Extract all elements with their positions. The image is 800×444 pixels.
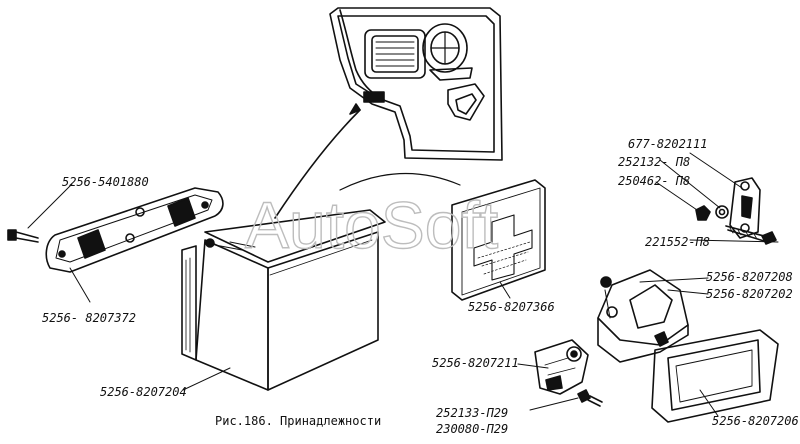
bracket-mount-part bbox=[729, 177, 761, 239]
label-5256-8207204: 5256-8207204 bbox=[100, 385, 187, 399]
label-221552-p8: 221552-П8 bbox=[645, 235, 710, 249]
label-5256-5401880: 5256-5401880 bbox=[62, 175, 149, 189]
switch-panel-part bbox=[45, 187, 224, 273]
first-aid-kit-part bbox=[451, 179, 546, 301]
leader-lines bbox=[27, 152, 779, 417]
label-5256-8207211: 5256-8207211 bbox=[432, 356, 519, 370]
figure-caption: Рис.186. Принадлежности bbox=[215, 414, 381, 428]
cab-interior-view bbox=[329, 7, 503, 161]
label-5256-8207366: 5256-8207366 bbox=[468, 300, 555, 314]
holder-clamp-part bbox=[597, 269, 689, 363]
clip-screw-part bbox=[577, 389, 603, 407]
clip-part bbox=[534, 339, 589, 395]
label-252133-p29: 252133-П29 bbox=[436, 406, 508, 420]
swoop-line bbox=[339, 172, 461, 191]
screw-part bbox=[7, 229, 39, 243]
frame-gasket-part bbox=[651, 329, 779, 423]
label-677-8202111: 677-8202111 bbox=[628, 137, 707, 151]
label-5256-8207208: 5256-8207208 bbox=[706, 270, 793, 284]
storage-box-part bbox=[181, 209, 386, 391]
label-5256-8207202: 5256-8207202 bbox=[706, 287, 793, 301]
label-5256-8207206: 5256-8207206 bbox=[712, 414, 799, 428]
label-230080-p29: 230080-П29 bbox=[436, 422, 508, 436]
label-5256-8207372: 5256- 8207372 bbox=[42, 311, 136, 325]
label-250462-p8: 250462- П8 bbox=[618, 174, 690, 188]
pointer-arrow bbox=[274, 109, 361, 219]
nut-part bbox=[695, 205, 711, 221]
watermark: AutoSoft bbox=[245, 188, 498, 262]
label-252132-p8: 252132- П8 bbox=[618, 155, 690, 169]
washer-part bbox=[715, 205, 729, 219]
